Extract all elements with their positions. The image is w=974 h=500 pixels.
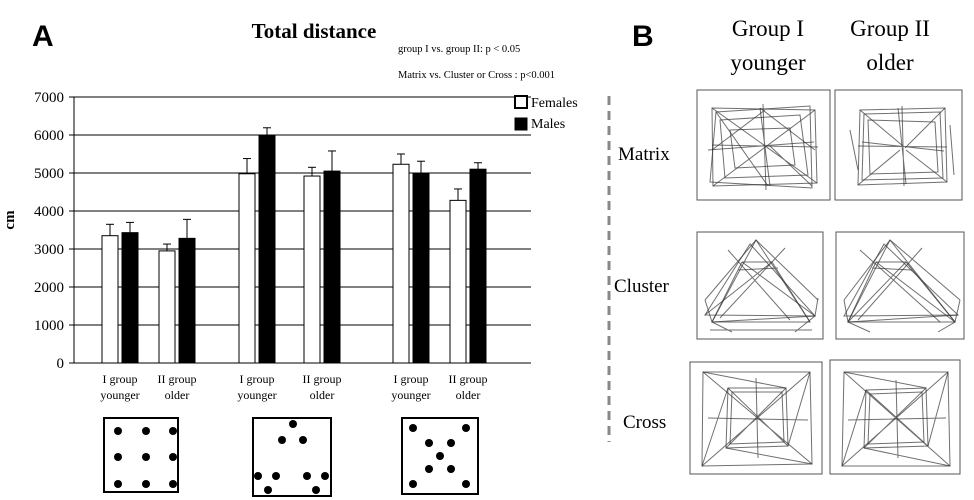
- matrix-dot: [114, 453, 122, 461]
- y-tick-label: 1000: [34, 318, 64, 334]
- trajectory-cluster-group-2: [835, 231, 965, 340]
- cross-dot: [436, 452, 444, 460]
- cross-dot: [447, 465, 455, 473]
- x-axis-category-labels: I group younger II group older I group younge…: [100, 372, 487, 402]
- trajectory-matrix-group-1: [696, 89, 831, 201]
- matrix-dot: [114, 427, 122, 435]
- x-category-label: younger: [391, 388, 430, 402]
- bar-males: [258, 134, 276, 364]
- bar-males: [323, 170, 341, 364]
- trajectory-cross-group-2: [829, 359, 961, 475]
- layout-diagram-cluster: [252, 417, 332, 497]
- x-category-label: older: [310, 388, 335, 402]
- bars: [101, 127, 487, 364]
- bar-females: [449, 199, 467, 364]
- column-header-group-2-line-1: Group II: [850, 16, 930, 41]
- gridlines: [74, 96, 531, 326]
- x-category-label: older: [165, 388, 190, 402]
- bar-females: [238, 173, 256, 364]
- cross-dot: [425, 439, 433, 447]
- chart-title: Total distance: [252, 19, 377, 43]
- cluster-dot: [254, 472, 262, 480]
- cross-dot: [409, 424, 417, 432]
- bar-females: [101, 235, 119, 364]
- panel-a-letter: A: [32, 20, 54, 53]
- column-header-group-1-line-2: younger: [730, 50, 806, 75]
- x-category-label: younger: [237, 388, 276, 402]
- matrix-dot: [142, 480, 150, 488]
- cluster-dot: [289, 420, 297, 428]
- panel-b-letter: B: [632, 20, 654, 53]
- cross-dot: [447, 439, 455, 447]
- row-label-matrix: Matrix: [618, 144, 670, 165]
- cluster-dot: [278, 436, 286, 444]
- bar-males: [412, 173, 430, 364]
- matrix-dot: [142, 427, 150, 435]
- trajectory-cross-group-1: [689, 361, 823, 475]
- matrix-dot: [142, 453, 150, 461]
- trajectory-matrix-group-2: [834, 89, 963, 201]
- y-tick-label: 2000: [34, 280, 64, 296]
- matrix-dot: [169, 453, 177, 461]
- legend-label-males: Males: [531, 117, 565, 132]
- x-category-label: I group: [103, 372, 138, 386]
- row-label-cluster: Cluster: [614, 276, 670, 297]
- row-label-cross: Cross: [623, 412, 666, 433]
- trajectory-cluster-group-1: [696, 231, 824, 340]
- x-category-label: younger: [100, 388, 139, 402]
- cross-dot: [425, 465, 433, 473]
- bar-females: [303, 175, 321, 364]
- panel-a: A Total distance group I vs. group II: p…: [2, 19, 578, 497]
- bar-males: [178, 237, 196, 364]
- x-category-label: older: [456, 388, 481, 402]
- bar-males: [469, 168, 487, 364]
- column-header-group-1-line-1: Group I: [732, 16, 804, 41]
- bar-females: [158, 250, 176, 364]
- layout-box-cluster: [252, 417, 332, 497]
- column-header-group-2-line-2: older: [866, 50, 914, 75]
- x-category-label: II group: [303, 372, 342, 386]
- legend-swatch-females: [514, 95, 528, 109]
- x-category-label: II group: [158, 372, 197, 386]
- legend: Females Males: [514, 95, 578, 132]
- cross-dot: [462, 424, 470, 432]
- cross-dot: [409, 480, 417, 488]
- matrix-dot: [169, 480, 177, 488]
- legend-label-females: Females: [531, 96, 578, 111]
- y-tick-label: 0: [57, 356, 65, 372]
- cluster-dot: [321, 472, 329, 480]
- stat-annotation-layouts: Matrix vs. Cluster or Cross : p<0.001: [398, 70, 555, 81]
- cross-dot: [462, 480, 470, 488]
- y-axis-ticks: 0 1000 2000 3000 4000 5000 6000 7000: [34, 90, 74, 372]
- matrix-dot: [114, 480, 122, 488]
- cluster-dot: [264, 486, 272, 494]
- x-category-label: II group: [449, 372, 488, 386]
- layout-diagram-matrix: [103, 417, 179, 493]
- legend-swatch-males: [514, 117, 528, 131]
- cluster-dot: [312, 486, 320, 494]
- cluster-dot: [272, 472, 280, 480]
- y-tick-label: 5000: [34, 166, 64, 182]
- y-axis-label: cm: [2, 210, 18, 230]
- y-tick-label: 7000: [34, 90, 64, 106]
- y-tick-label: 4000: [34, 204, 64, 220]
- x-category-label: I group: [394, 372, 429, 386]
- panel-b: B Group I younger Group II older Matrix …: [614, 16, 965, 475]
- cluster-dot: [299, 436, 307, 444]
- y-tick-label: 6000: [34, 128, 64, 144]
- layout-diagram-cross: [401, 417, 479, 495]
- cluster-dot: [303, 472, 311, 480]
- y-tick-label: 3000: [34, 242, 64, 258]
- stat-annotation-groups: group I vs. group II: p < 0.05: [398, 44, 520, 55]
- x-category-label: I group: [240, 372, 275, 386]
- matrix-dot: [169, 427, 177, 435]
- bar-females: [392, 163, 410, 364]
- bar-males: [121, 232, 139, 364]
